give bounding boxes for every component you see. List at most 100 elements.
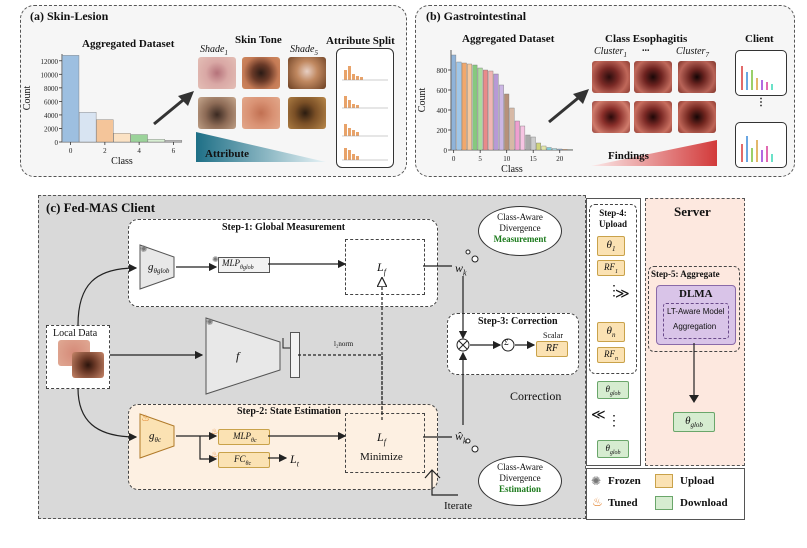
- chart-bar: [536, 142, 541, 151]
- dlma-box: [656, 285, 736, 345]
- cloud-top-line2: Divergence: [499, 223, 541, 233]
- endo-thumb-1: [592, 61, 630, 93]
- attribute-gradient-bar: [196, 132, 326, 162]
- mlp-c-box: [218, 429, 270, 445]
- attribute-bar-label: Attribute: [205, 148, 249, 160]
- arrow-a: [153, 91, 194, 126]
- g-glob-encoder: [139, 244, 175, 290]
- cluster-ellipsis: ...: [642, 43, 650, 54]
- chart-bar: [498, 84, 504, 151]
- skin-thumb-1: [198, 57, 236, 89]
- x-axis-label: Class: [111, 156, 133, 167]
- skin-thumb-6: [288, 97, 326, 129]
- y-tick-label: 12000: [41, 58, 59, 66]
- theta1-box: θ1: [597, 236, 625, 256]
- correction-label: Correction: [510, 389, 562, 403]
- thetan-box: θn: [597, 322, 625, 342]
- endo-thumb-2: [634, 61, 672, 93]
- chart-bar: [551, 148, 557, 151]
- theta-glob-down-2: θglob: [597, 440, 629, 458]
- chart-bar: [520, 125, 526, 151]
- x-tick-label: 6: [172, 147, 176, 155]
- panel-b-aggregated-label: Aggregated Dataset: [462, 33, 555, 45]
- f-frozen-icon: ✺: [206, 317, 214, 327]
- shade-first-label: Shade1: [200, 44, 228, 57]
- cloud-bot-line2: Divergence: [499, 473, 541, 483]
- y-tick-label: 200: [437, 127, 448, 135]
- class-esophagitis-label: Class Esophagitis: [605, 33, 688, 45]
- x-tick-label: 2: [103, 147, 107, 155]
- legend-download-label: Download: [680, 497, 728, 509]
- x-tick-label: 0: [452, 155, 456, 163]
- endo-thumb-4: [592, 101, 630, 133]
- local-data-thumb-2: [72, 352, 104, 378]
- y-axis-label: Count: [22, 86, 33, 111]
- lf-bottom-box: [345, 413, 425, 473]
- legend-frozen-label: Frozen: [608, 475, 641, 487]
- y-tick-label: 10000: [41, 71, 59, 79]
- f-label: f: [236, 349, 240, 363]
- chart-bar: [483, 69, 488, 151]
- y-tick-label: 4000: [44, 112, 59, 120]
- y-axis-label: Count: [417, 88, 428, 113]
- x-tick-label: 10: [503, 155, 511, 163]
- step3-label: Step-3: Correction: [478, 316, 558, 327]
- step4-box: [589, 204, 637, 374]
- g-c-label: gθc: [149, 430, 162, 445]
- y-tick-label: 6000: [44, 98, 59, 106]
- chart-bar: [541, 145, 547, 151]
- legend-tuned-icon: ♨: [592, 495, 603, 509]
- wk-label: wk: [455, 261, 467, 278]
- cloud-bot-line1: Class-Aware: [497, 462, 543, 472]
- y-tick-label: 8000: [44, 85, 59, 93]
- step1-box: [128, 219, 438, 307]
- mlp-glob-frozen-icon: ✺: [212, 255, 219, 264]
- findings-label: Findings: [608, 150, 649, 162]
- chart-bar: [461, 62, 467, 151]
- rfn-box: RFn: [597, 347, 625, 363]
- cloud-measurement: Class-Aware Divergence Measurement: [478, 206, 562, 256]
- cloud-bot-line3: Estimation: [498, 484, 541, 494]
- x-tick-label: 20: [556, 155, 564, 163]
- sum-symbol: Σ: [504, 338, 509, 347]
- endo-thumb-5: [634, 101, 672, 133]
- findings-gradient-bar: [591, 140, 717, 166]
- client-card-n-chart: [741, 136, 773, 162]
- x-tick-label: 15: [530, 155, 538, 163]
- chart-bar: [546, 147, 552, 151]
- minimize-label: Minimize: [360, 451, 403, 463]
- local-data-label: Local Data: [53, 328, 98, 339]
- whatk-label: ŵk: [455, 429, 467, 446]
- mlp-c-tuned-icon: ♨: [211, 427, 219, 436]
- dlma-inner-box: [663, 303, 729, 339]
- lf-bottom-label: Lf: [377, 430, 386, 447]
- client-card-1-chart: [741, 66, 773, 90]
- panel-b-title: (b) Gastrointestinal: [426, 9, 527, 23]
- legend-upload-swatch: [655, 474, 673, 488]
- panel-a-aggregated-label: Aggregated Dataset: [82, 38, 175, 50]
- iterate-label: Iterate: [444, 500, 473, 512]
- skin-thumb-2: [242, 57, 280, 89]
- y-tick-label: 600: [437, 87, 448, 95]
- step2-box: [128, 404, 438, 490]
- upload-arrows: ≫: [615, 287, 630, 302]
- dlma-title: DLMA: [679, 288, 713, 300]
- chart-bar: [467, 63, 473, 151]
- step5-label: Step-5: Aggregate: [651, 269, 720, 279]
- g-c-tuned-icon: ♨: [141, 413, 150, 424]
- client-card-n: [735, 122, 787, 168]
- chart-bar: [509, 107, 515, 151]
- scalar-label: Scalar: [543, 331, 563, 340]
- skin-thumb-5: [242, 97, 280, 129]
- legend-tuned-label: Tuned: [608, 497, 638, 509]
- chart-bar: [79, 112, 97, 143]
- g-glob-label: gθglob: [148, 261, 170, 276]
- server-theta-glob: θglob: [673, 412, 715, 432]
- rf-box: RF: [536, 341, 568, 357]
- chart-bar: [567, 149, 573, 151]
- panel-a-title: (a) Skin-Lesion: [30, 9, 109, 23]
- chart-bar: [456, 61, 462, 151]
- fc-c-label: FCθc: [234, 454, 252, 467]
- y-tick-label: 0: [55, 139, 59, 147]
